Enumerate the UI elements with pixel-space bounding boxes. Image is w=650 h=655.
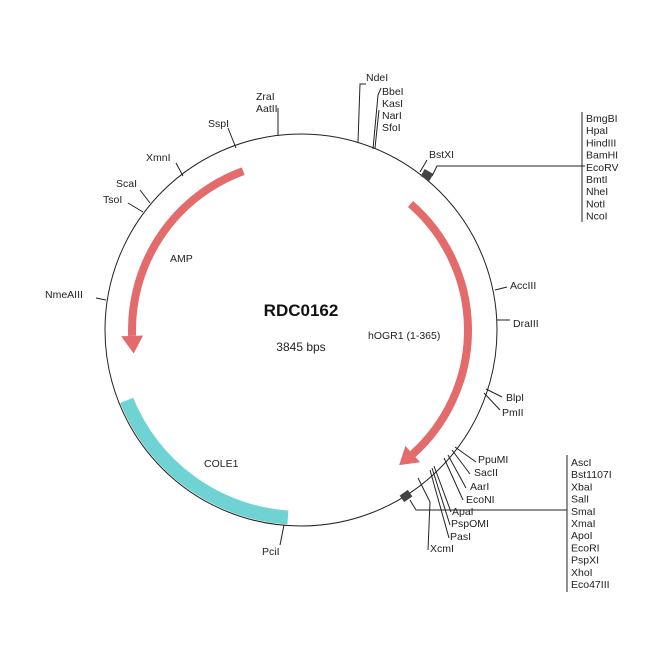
site-sacii[interactable]: SacII <box>474 467 498 479</box>
site-draiii[interactable]: DraIII <box>513 318 539 330</box>
site-xcmi[interactable]: XcmI <box>430 543 454 555</box>
site-aari[interactable]: AarI <box>470 481 489 493</box>
backbone-circle <box>104 133 498 527</box>
site-tsoi[interactable]: TsoI <box>103 194 122 206</box>
site-sspi[interactable]: SspI <box>208 118 229 130</box>
site-ppumi[interactable]: PpuMI <box>478 454 508 466</box>
site-bmti[interactable]: BmtI <box>586 174 608 186</box>
hogr1-arrowhead <box>399 445 421 466</box>
plasmid-size: 3845 bps <box>276 340 325 354</box>
site-hpai[interactable]: HpaI <box>586 125 608 137</box>
site-pasi[interactable]: PasI <box>450 531 471 543</box>
site-asci[interactable]: AscI <box>571 457 591 469</box>
site-blpi[interactable]: BlpI <box>506 392 524 404</box>
site-bmgbi[interactable]: BmgBI <box>586 113 618 125</box>
site-xbai[interactable]: XbaI <box>571 481 593 493</box>
site-eco47iii[interactable]: Eco47III <box>571 579 610 591</box>
site-ecorv[interactable]: EcoRV <box>586 162 619 174</box>
site-nari[interactable]: NarI <box>382 110 402 122</box>
site-lines <box>95 83 585 592</box>
amp-feature-arrow[interactable] <box>128 167 245 337</box>
site-smai[interactable]: SmaI <box>571 506 596 518</box>
site-nhei[interactable]: NheI <box>586 186 608 198</box>
cole1-label: COLE1 <box>204 458 239 470</box>
site-bstxi[interactable]: BstXI <box>429 149 454 161</box>
site-sali[interactable]: SalI <box>571 494 589 506</box>
site-ncoi[interactable]: NcoI <box>586 211 608 223</box>
site-hindiii[interactable]: HindIII <box>586 137 616 149</box>
site-ndei[interactable]: NdeI <box>366 72 388 84</box>
site-ecori[interactable]: EcoRI <box>571 542 600 554</box>
site-bbei[interactable]: BbeI <box>382 86 404 98</box>
site-apoi[interactable]: ApoI <box>571 530 593 542</box>
site-zrai[interactable]: ZraI <box>256 91 275 103</box>
hogr1-label: hOGR1 (1-365) <box>368 330 440 342</box>
restriction-site-labels: NdeI BbeI KasI NarI SfoI ZraI AatII SspI… <box>45 72 539 558</box>
site-acciii[interactable]: AccIII <box>510 280 536 292</box>
hogr1-feature-arrow[interactable] <box>407 200 472 458</box>
site-pmii[interactable]: PmII <box>502 407 524 419</box>
site-xhoi[interactable]: XhoI <box>571 567 593 579</box>
mcs-bottom-site-list: AscIBst1107IXbaISalISmaIXmaIApoIEcoRIPsp… <box>571 457 612 591</box>
site-nmeaiii[interactable]: NmeAIII <box>45 289 83 301</box>
site-bst1107i[interactable]: Bst1107I <box>571 469 612 481</box>
site-xmni[interactable]: XmnI <box>146 152 171 164</box>
site-apai[interactable]: ApaI <box>452 506 474 518</box>
site-scai[interactable]: ScaI <box>116 178 137 190</box>
site-pspxi[interactable]: PspXI <box>571 555 599 567</box>
amp-arrowhead <box>121 335 144 354</box>
site-pcii[interactable]: PciI <box>262 546 280 558</box>
site-sfoi[interactable]: SfoI <box>382 122 401 134</box>
site-xmai[interactable]: XmaI <box>571 518 596 530</box>
site-aatii[interactable]: AatII <box>256 103 278 115</box>
cole1-feature[interactable] <box>120 397 289 525</box>
site-econi[interactable]: EcoNI <box>466 494 495 506</box>
site-kasi[interactable]: KasI <box>382 98 403 110</box>
mcs-top-site-list: BmgBIHpaIHindIIIBamHIEcoRVBmtINheINotINc… <box>586 113 619 223</box>
site-pspomi[interactable]: PspOMI <box>451 518 489 530</box>
site-noti[interactable]: NotI <box>586 198 605 210</box>
amp-label: AMP <box>170 253 193 265</box>
site-bamhi[interactable]: BamHI <box>586 150 618 162</box>
plasmid-name: RDC0162 <box>264 301 339 320</box>
